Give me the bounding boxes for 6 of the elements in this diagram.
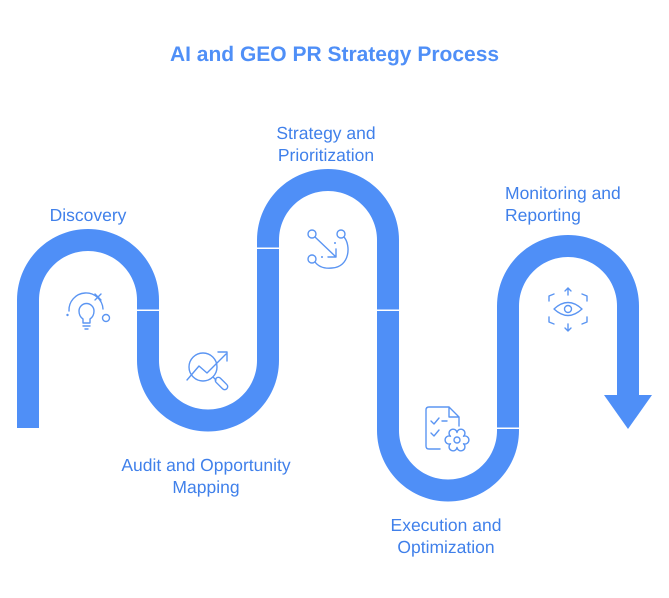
step-label: Monitoring and Reporting [505, 182, 622, 226]
diagram-title: AI and GEO PR Strategy Process [170, 42, 500, 68]
step-label: Execution and Optimization [390, 514, 502, 558]
step-label: Audit and Opportunity Mapping [120, 454, 292, 498]
step-label: Discovery [48, 204, 128, 226]
step-label: Strategy and Prioritization [275, 122, 377, 166]
